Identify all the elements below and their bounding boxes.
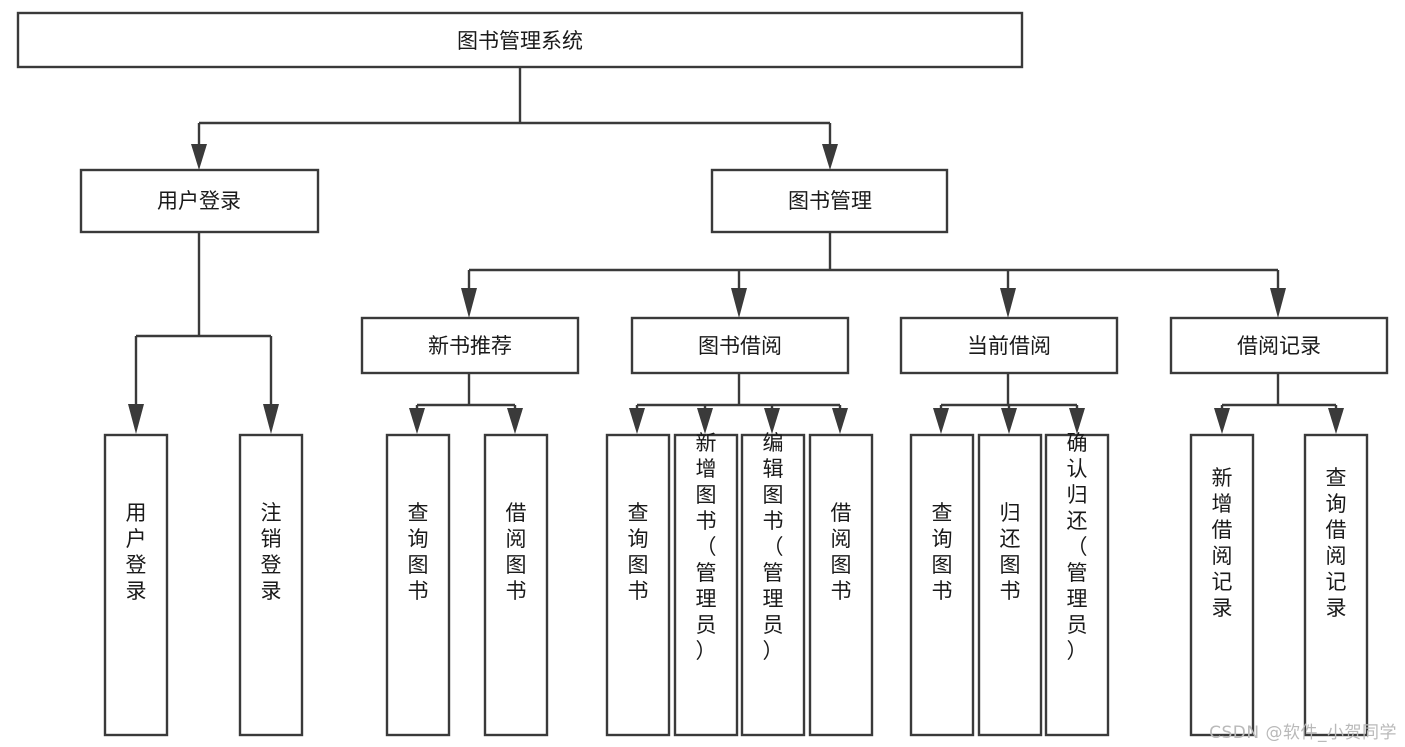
- node-current-borrow[interactable]: 当前借阅: [899, 316, 1119, 375]
- node-book-management[interactable]: 图书管理: [710, 168, 949, 234]
- node-user-login-box[interactable]: [79, 168, 320, 234]
- leaf-cb-return-book-label: 归还图书: [1000, 501, 1021, 603]
- leaf-nb-query-book-label: 查询图书: [408, 501, 429, 603]
- leaf-br-query-record[interactable]: 查询借阅记录: [1303, 433, 1369, 737]
- leaf-cb-confirm-return[interactable]: 确认归还（管理员）: [1044, 431, 1110, 737]
- node-book-borrow-box[interactable]: [630, 316, 850, 375]
- leaf-nb-query-book[interactable]: 查询图书: [385, 433, 451, 737]
- leaf-bb-edit-book-label: 编辑图书（管理员）: [763, 431, 784, 663]
- arrow-head-nb-query: [409, 408, 425, 434]
- arrow-head-cb-confirm: [1069, 408, 1085, 434]
- arrow-head-bb-add: [697, 408, 713, 434]
- leaf-cb-query-book[interactable]: 查询图书: [909, 433, 975, 737]
- leaf-bb-borrow-book-label: 借阅图书: [831, 501, 852, 603]
- node-borrow-records-box[interactable]: [1169, 316, 1389, 375]
- leaf-br-query-record-box[interactable]: [1303, 433, 1369, 737]
- leaf-bb-edit-book[interactable]: 编辑图书（管理员）: [740, 431, 806, 737]
- arrow-head-br-add: [1214, 408, 1230, 434]
- leaf-br-add-record-label: 新增借阅记录: [1212, 466, 1233, 620]
- arrow-head-book-borrow: [731, 288, 747, 318]
- arrow-head-current-borrow: [1000, 288, 1016, 318]
- node-new-book-recommend[interactable]: 新书推荐: [360, 316, 580, 375]
- leaf-bb-query-book-box[interactable]: [605, 433, 671, 737]
- leaf-logout-label: 注销登录: [261, 501, 282, 603]
- leaf-cb-return-book-box[interactable]: [977, 433, 1043, 737]
- leaf-br-add-record-box[interactable]: [1189, 433, 1255, 737]
- leaf-cb-query-book-label: 查询图书: [932, 501, 953, 603]
- leaf-bb-query-book-label: 查询图书: [628, 501, 649, 603]
- node-book-borrow-label: 图书借阅: [698, 334, 782, 358]
- node-book-borrow[interactable]: 图书借阅: [630, 316, 850, 375]
- leaf-br-add-record[interactable]: 新增借阅记录: [1189, 433, 1255, 737]
- arrow-head-leaf-user-login: [128, 404, 144, 434]
- leaf-user-login-box[interactable]: [103, 433, 169, 737]
- node-user-login-label: 用户登录: [157, 189, 241, 213]
- node-book-management-box[interactable]: [710, 168, 949, 234]
- node-root-box[interactable]: [16, 11, 1024, 69]
- arrow-head-cb-query: [933, 408, 949, 434]
- node-current-borrow-label: 当前借阅: [967, 334, 1051, 358]
- node-book-management-label: 图书管理: [788, 189, 872, 213]
- connector-group: [128, 67, 1344, 434]
- leaf-cb-query-book-box[interactable]: [909, 433, 975, 737]
- arrow-head-user-login: [191, 144, 207, 170]
- arrow-head-book-mgmt: [822, 144, 838, 170]
- leaf-nb-borrow-book-label: 借阅图书: [506, 501, 527, 603]
- arrow-head-cb-return: [1001, 408, 1017, 434]
- leaf-logout-box[interactable]: [238, 433, 304, 737]
- leaf-nb-query-book-box[interactable]: [385, 433, 451, 737]
- node-current-borrow-box[interactable]: [899, 316, 1119, 375]
- leaf-user-login-label: 用户登录: [126, 501, 147, 603]
- leaf-bb-borrow-book[interactable]: 借阅图书: [808, 433, 874, 737]
- arrow-head-br-query: [1328, 408, 1344, 434]
- leaf-bb-borrow-book-box[interactable]: [808, 433, 874, 737]
- leaf-bb-add-book-box[interactable]: [673, 433, 739, 737]
- node-user-login[interactable]: 用户登录: [79, 168, 320, 234]
- leaf-bb-edit-book-box[interactable]: [740, 433, 806, 737]
- arrow-head-leaf-logout: [263, 404, 279, 434]
- arrow-head-bb-query: [629, 408, 645, 434]
- node-root[interactable]: 图书管理系统: [16, 11, 1024, 69]
- node-new-book-recommend-box[interactable]: [360, 316, 580, 375]
- arrow-head-bb-edit: [764, 408, 780, 434]
- leaf-cb-confirm-return-label: 确认归还（管理员）: [1067, 431, 1088, 663]
- node-borrow-records-label: 借阅记录: [1237, 334, 1321, 358]
- arrow-head-nb-borrow: [507, 408, 523, 434]
- leaf-bb-add-book[interactable]: 新增图书（管理员）: [673, 431, 739, 737]
- leaf-bb-add-book-label: 新增图书（管理员）: [696, 431, 717, 663]
- arrow-head-bb-borrow: [832, 408, 848, 434]
- leaf-cb-return-book[interactable]: 归还图书: [977, 433, 1043, 737]
- arrow-head-borrow-records: [1270, 288, 1286, 318]
- node-new-book-recommend-label: 新书推荐: [428, 334, 512, 358]
- leaf-bb-query-book[interactable]: 查询图书: [605, 433, 671, 737]
- node-borrow-records[interactable]: 借阅记录: [1169, 316, 1389, 375]
- leaf-user-login[interactable]: 用户登录: [103, 433, 169, 737]
- leaf-logout[interactable]: 注销登录: [238, 433, 304, 737]
- arrow-head-new-book: [461, 288, 477, 318]
- leaf-nb-borrow-book[interactable]: 借阅图书: [483, 433, 549, 737]
- leaf-br-query-record-label: 查询借阅记录: [1326, 466, 1347, 620]
- node-root-label: 图书管理系统: [457, 29, 583, 53]
- leaf-nb-borrow-book-box[interactable]: [483, 433, 549, 737]
- leaf-cb-confirm-return-box[interactable]: [1044, 433, 1110, 737]
